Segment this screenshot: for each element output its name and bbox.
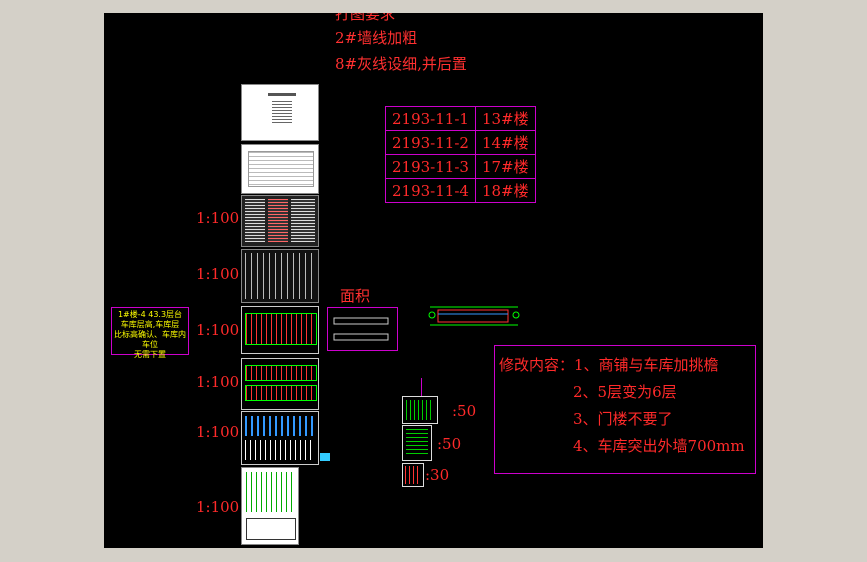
cover-sheet[interactable] bbox=[241, 84, 319, 141]
detail-scale-label: :30 bbox=[425, 466, 450, 484]
note-line: 比标高确认、车库内车位 bbox=[114, 330, 186, 349]
building-cell: 13#楼 bbox=[474, 106, 536, 131]
note-line: 车库层高,车库层 bbox=[120, 320, 180, 329]
gray-line-note: 8#灰线设细,并后置 bbox=[335, 55, 467, 73]
area-label: 面积 bbox=[340, 287, 371, 305]
building-cell: 18#楼 bbox=[474, 178, 536, 203]
detail-drawing-3[interactable] bbox=[402, 463, 424, 487]
floor-plan-1[interactable] bbox=[241, 306, 319, 354]
index-sheet[interactable] bbox=[241, 144, 319, 194]
scale-label: 1:100 bbox=[196, 373, 240, 391]
wall-line-note: 2#墙线加粗 bbox=[335, 29, 418, 47]
note-line: 无需下置 bbox=[134, 350, 166, 359]
elevation-sheet[interactable] bbox=[241, 411, 319, 465]
detail-drawing-1[interactable] bbox=[402, 396, 438, 424]
code-cell: 2193-11-4 bbox=[385, 178, 476, 203]
yellow-note-box[interactable]: 1#楼-4 43.3层台 车库层高,车库层 比标高确认、车库内车位 无需下置 bbox=[111, 307, 189, 359]
scale-label: 1:100 bbox=[196, 423, 240, 441]
area-drawing-box[interactable] bbox=[327, 307, 398, 351]
modification-item: 4、车库突出外墙700mm bbox=[573, 437, 745, 455]
floor-plan-2[interactable] bbox=[241, 358, 319, 410]
scale-label: 1:100 bbox=[196, 321, 240, 339]
scale-label: 1:100 bbox=[196, 498, 240, 516]
detail-scale-label: :50 bbox=[452, 402, 477, 420]
small-marker-icon bbox=[320, 453, 330, 461]
print-requirements-title: 打图要求 bbox=[335, 13, 396, 23]
modification-heading: 修改内容：1、商铺与车库加挑檐 bbox=[499, 356, 719, 374]
cad-model-space[interactable]: 打图要求 2#墙线加粗 8#灰线设细,并后置 1:100 1:100 1:100… bbox=[104, 13, 763, 548]
notes-sheet-1[interactable] bbox=[241, 195, 319, 247]
scale-label: 1:100 bbox=[196, 209, 240, 227]
building-cell: 17#楼 bbox=[474, 154, 536, 179]
code-cell: 2193-11-1 bbox=[385, 106, 476, 131]
modification-item: 3、门楼不要了 bbox=[573, 410, 673, 428]
modification-item: 2、5层变为6层 bbox=[573, 383, 677, 401]
modification-notes-box[interactable]: 修改内容：1、商铺与车库加挑檐 2、5层变为6层 3、门楼不要了 4、车库突出外… bbox=[494, 345, 756, 474]
code-cell: 2193-11-3 bbox=[385, 154, 476, 179]
detail-scale-label: :50 bbox=[437, 435, 462, 453]
note-line: 1#楼-4 43.3层台 bbox=[117, 310, 183, 319]
building-cell: 14#楼 bbox=[474, 130, 536, 155]
code-cell: 2193-11-2 bbox=[385, 130, 476, 155]
notes-sheet-2[interactable] bbox=[241, 249, 319, 303]
area-outline-drawing bbox=[333, 317, 389, 341]
section-drawing[interactable] bbox=[426, 297, 522, 333]
scale-label: 1:100 bbox=[196, 265, 240, 283]
detail-sheet[interactable] bbox=[241, 467, 299, 545]
detail-drawing-2[interactable] bbox=[402, 425, 432, 461]
